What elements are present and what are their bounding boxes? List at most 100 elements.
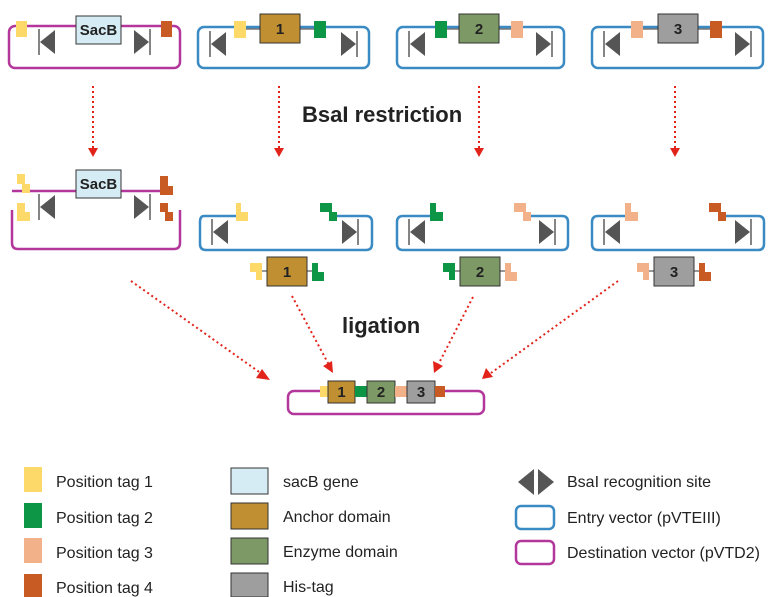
- excised-module-2: 2: [443, 256, 517, 287]
- position-tag-1-overhang: [17, 174, 30, 193]
- anchor-domain-box: [259, 13, 301, 44]
- position-tag-3-overhang: [505, 263, 517, 281]
- module-2-label: 2: [475, 21, 483, 38]
- legend-his-tag: His-tag: [283, 579, 334, 596]
- module-2-label: 2: [377, 384, 385, 401]
- bsai-site-right: [735, 31, 752, 57]
- position-tag-1-block: [234, 21, 246, 38]
- sacb-gene-box: [75, 169, 122, 199]
- sacb-gene-swatch: [230, 467, 269, 495]
- position-tag-3-block: [395, 386, 407, 397]
- position-tag-2-block: [314, 21, 326, 38]
- entry-vector-open-outline: [395, 214, 570, 252]
- entry-vector-3-cut: [590, 203, 766, 252]
- bsai-site-left: [211, 219, 228, 245]
- bsai-recognition-site-icon: [518, 469, 554, 495]
- enzyme-domain-box: [459, 256, 501, 287]
- destination-vector-swatch: [514, 539, 556, 566]
- position-tag-2-overhang: [430, 203, 443, 221]
- bsai-site-left: [603, 31, 620, 57]
- module-1-label: 1: [337, 384, 345, 401]
- entry-vector-1-intact: 1: [196, 13, 371, 70]
- position-tag-1-block: [320, 386, 328, 397]
- module-1-label: 1: [283, 264, 291, 281]
- bsai-site-left: [209, 31, 226, 57]
- bsai-site-right: [536, 31, 553, 57]
- entry-vector-open-outline: [590, 214, 766, 252]
- position-tag-2-overhang: [320, 203, 337, 221]
- ligation-step-label: ligation: [342, 313, 420, 338]
- position-tag-2-swatch: [24, 503, 42, 528]
- entry-vector-open-outline: [198, 214, 374, 252]
- legend: Position tag 1 Position tag 2 Position t…: [24, 467, 760, 597]
- enzyme-domain-box: [458, 13, 500, 44]
- destination-vector-sacb-cut: SacB: [10, 169, 182, 251]
- bsai-site-right: [134, 194, 151, 220]
- entry-vector-2-cut: [395, 203, 570, 252]
- module-3-label: 3: [674, 21, 682, 38]
- sacb-label: SacB: [80, 176, 118, 193]
- ligation-arrow: [437, 296, 474, 366]
- entry-vector-3-intact: 3: [590, 13, 765, 70]
- position-tag-3-overhang: [625, 203, 638, 221]
- position-tag-3-block: [631, 21, 643, 38]
- bsai-site-left: [38, 29, 55, 55]
- position-tag-4-block: [161, 21, 172, 37]
- ligation-arrows: [130, 280, 619, 380]
- anchor-domain-swatch: [230, 502, 269, 530]
- bsai-site-left: [408, 31, 425, 57]
- position-tag-4-swatch: [24, 574, 42, 597]
- position-tag-3-overhang: [637, 263, 649, 280]
- module-3-label: 3: [417, 384, 425, 401]
- bsai-site-right: [341, 31, 358, 57]
- destination-vector-sacb-intact: SacB: [7, 15, 182, 70]
- position-tag-4-block: [435, 386, 445, 397]
- position-tag-1-overhang: [236, 203, 248, 221]
- legend-sacb-gene: sacB gene: [283, 474, 359, 491]
- module-3-label: 3: [670, 264, 678, 281]
- position-tag-2-overhang: [312, 263, 324, 281]
- legend-entry-vector: Entry vector (pVTEIII): [567, 510, 721, 527]
- position-tag-2-block: [355, 386, 367, 397]
- ligation-arrow: [490, 280, 619, 374]
- position-tag-1-overhang: [17, 203, 30, 221]
- legend-position-tag-1: Position tag 1: [56, 474, 153, 491]
- legend-enzyme-domain: Enzyme domain: [283, 544, 398, 561]
- restriction-arrows: [88, 86, 680, 157]
- position-tag-1-swatch: [24, 467, 42, 492]
- position-tag-3-overhang: [514, 203, 531, 221]
- module-2-label: 2: [476, 264, 484, 281]
- position-tag-2-overhang: [443, 263, 455, 280]
- his-tag-swatch: [230, 572, 269, 597]
- position-tag-4-overhang: [699, 263, 711, 281]
- his-tag-box: [653, 256, 695, 287]
- bsai-site-right: [134, 29, 151, 55]
- module-1-label: 1: [276, 21, 284, 38]
- excised-module-1: 1: [250, 256, 324, 287]
- position-tag-4-overhang: [160, 203, 173, 221]
- sacb-label: SacB: [80, 22, 118, 39]
- position-tag-2-block: [435, 21, 447, 38]
- excised-module-3: 3: [637, 256, 711, 287]
- position-tag-1-overhang: [250, 263, 262, 280]
- bsai-site-left: [603, 219, 620, 245]
- position-tag-1-block: [16, 21, 27, 37]
- bsai-site-left: [408, 219, 425, 245]
- position-tag-3-block: [511, 21, 523, 38]
- position-tag-4-overhang: [709, 203, 726, 221]
- sacb-gene-box: [75, 15, 122, 45]
- entry-vector-2-intact: 2: [395, 13, 566, 70]
- ligation-arrow: [130, 280, 263, 375]
- bsai-site-right: [735, 219, 752, 245]
- position-tag-3-swatch: [24, 538, 42, 563]
- bsai-site-right: [539, 219, 556, 245]
- entry-vector-1-cut: [198, 203, 374, 252]
- legend-bsai-recognition-site: BsaI recognition site: [567, 474, 711, 491]
- restriction-step-label: BsaI restriction: [302, 102, 462, 127]
- bsai-site-right: [342, 219, 359, 245]
- ligation-arrow: [291, 295, 330, 366]
- destination-vector-open-outline: [10, 210, 182, 251]
- position-tag-4-block: [710, 21, 722, 38]
- enzyme-domain-swatch: [230, 537, 269, 565]
